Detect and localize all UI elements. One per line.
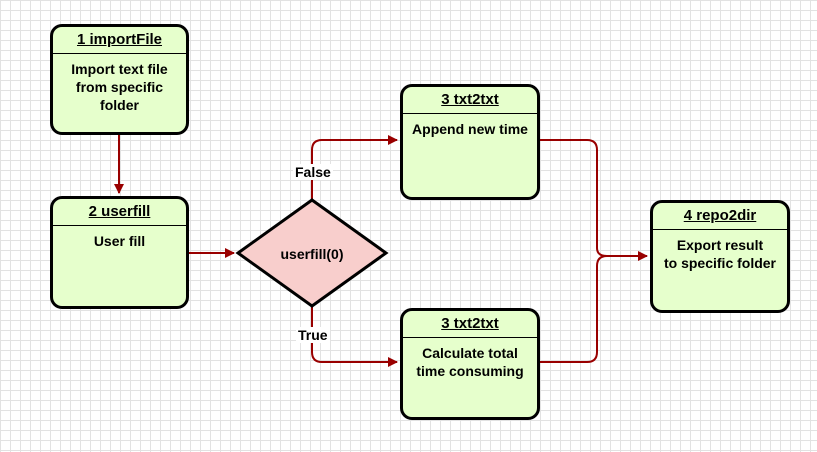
node-txt2txt-calculate-title: 3 txt2txt [403, 311, 537, 338]
edge-bottom-to-repo2dir [539, 255, 608, 363]
node-txt2txt-append: 3 txt2txt Append new time [400, 84, 540, 200]
node-repo2dir-body: Export result to specific folder [663, 237, 777, 271]
node-importfile-title: 1 importFile [53, 27, 186, 54]
node-txt2txt-append-body: Append new time [412, 121, 528, 137]
node-repo2dir: 4 repo2dir Export result to specific fol… [650, 200, 790, 313]
edge-top-to-repo2dir [539, 139, 648, 261]
node-txt2txt-calculate-body: Calculate total time consuming [416, 345, 524, 379]
false-edge-label: False [293, 164, 333, 180]
true-edge-label: True [296, 327, 330, 343]
node-userfill-body: User fill [93, 233, 146, 249]
node-repo2dir-title: 4 repo2dir [653, 203, 787, 230]
edge-true-branch [311, 306, 398, 367]
decision-diamond [235, 198, 389, 308]
node-importfile: 1 importFile Import text file from speci… [50, 24, 189, 135]
node-userfill: 2 userfill User fill [50, 196, 189, 309]
decision-label: userfill(0) [280, 246, 344, 262]
node-txt2txt-calculate: 3 txt2txt Calculate total time consuming [400, 308, 540, 420]
node-importfile-body: Import text file from specific folder [71, 61, 168, 113]
node-userfill-title: 2 userfill [53, 199, 186, 226]
edge-false-branch [311, 135, 398, 200]
node-txt2txt-append-title: 3 txt2txt [403, 87, 537, 114]
